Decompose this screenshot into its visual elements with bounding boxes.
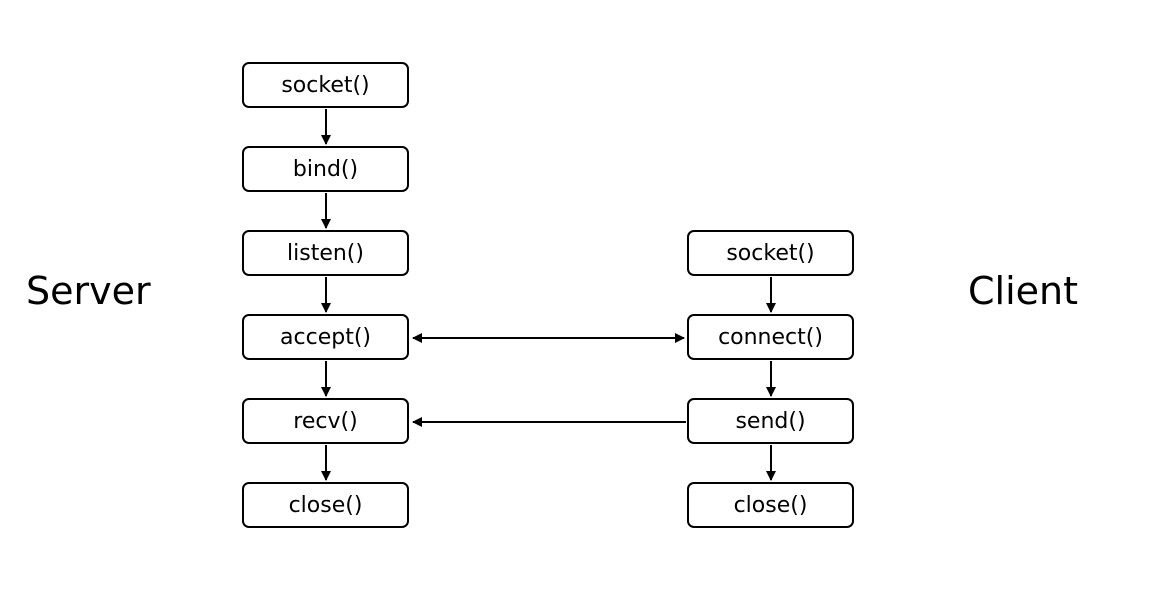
server-bind-box: bind(): [242, 146, 409, 192]
server-accept-box: accept(): [242, 314, 409, 360]
client-close-box: close(): [687, 482, 854, 528]
server-close-box: close(): [242, 482, 409, 528]
client-socket-box: socket(): [687, 230, 854, 276]
server-label: Server: [26, 269, 151, 313]
client-label: Client: [968, 269, 1079, 313]
client-connect-box: connect(): [687, 314, 854, 360]
server-recv-box: recv(): [242, 398, 409, 444]
server-socket-box: socket(): [242, 62, 409, 108]
server-listen-box: listen(): [242, 230, 409, 276]
client-send-box: send(): [687, 398, 854, 444]
